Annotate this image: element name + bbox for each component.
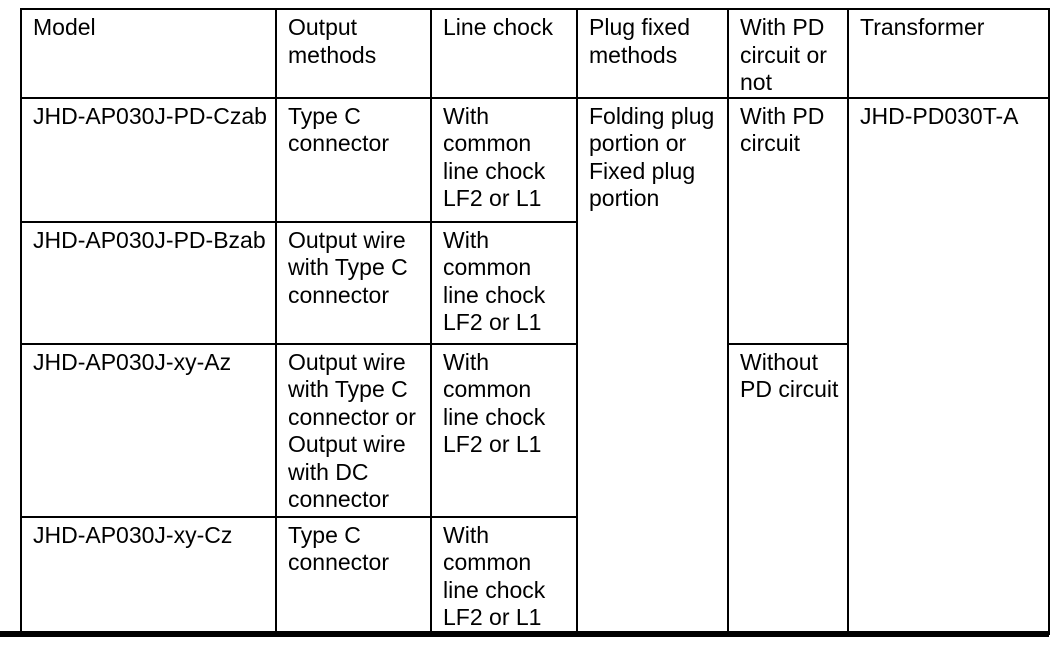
cell-line-chock-2: With common line chock LF2 or L1 (430, 220, 578, 345)
cell-plug-fixed-methods-merged: Folding plug portion or Fixed plug porti… (576, 96, 729, 635)
table-row: JHD-AP030J-PD-Czab Type C connector With… (20, 96, 1050, 635)
header-cell-model: Model (20, 8, 277, 99)
header-cell-line-chock: Line chock (430, 8, 578, 99)
cell-model-xy-cz: JHD-AP030J-xy-Cz (20, 515, 277, 635)
cell-transformer-merged: JHD-PD030T-A (847, 96, 1050, 635)
table-header-row: Model Output methods Line chock Plug fix… (20, 8, 1050, 99)
cell-output-methods-1: Type C connector (275, 96, 432, 223)
cell-with-pd-circuit-merged: With PD circuit (727, 96, 849, 345)
header-cell-plug-fixed-methods: Plug fixed methods (576, 8, 729, 99)
table-row: JHD-AP030J-PD-Bzab Output wire with Type… (20, 220, 1049, 345)
cell-line-chock-3: With common line chock LF2 or L1 (430, 342, 578, 518)
cell-model-czab: JHD-AP030J-PD-Czab (20, 96, 277, 223)
cell-output-methods-2: Output wire with Type C connector (275, 220, 432, 345)
cell-model-xy-az: JHD-AP030J-xy-Az (20, 342, 277, 518)
header-cell-pd-circuit: With PD circuit or not (727, 8, 849, 99)
model-spec-table: Model Output methods Line chock Plug fix… (20, 8, 1050, 635)
table-row: JHD-AP030J-xy-Cz Type C connector With c… (20, 515, 1049, 635)
bottom-rule (0, 631, 1049, 637)
cell-output-methods-4: Type C connector (275, 515, 432, 635)
table-row: JHD-AP030J-xy-Az Output wire with Type C… (20, 342, 1049, 635)
header-cell-transformer: Transformer (847, 8, 1050, 99)
cell-model-bzab: JHD-AP030J-PD-Bzab (20, 220, 277, 345)
cell-output-methods-3: Output wire with Type C connector or Out… (275, 342, 432, 518)
header-cell-output-methods: Output methods (275, 8, 432, 99)
cell-line-chock-4: With common line chock LF2 or L1 (430, 515, 578, 635)
cell-without-pd-circuit-merged: Without PD circuit (727, 342, 849, 635)
cell-line-chock-1: With common line chock LF2 or L1 (430, 96, 578, 223)
